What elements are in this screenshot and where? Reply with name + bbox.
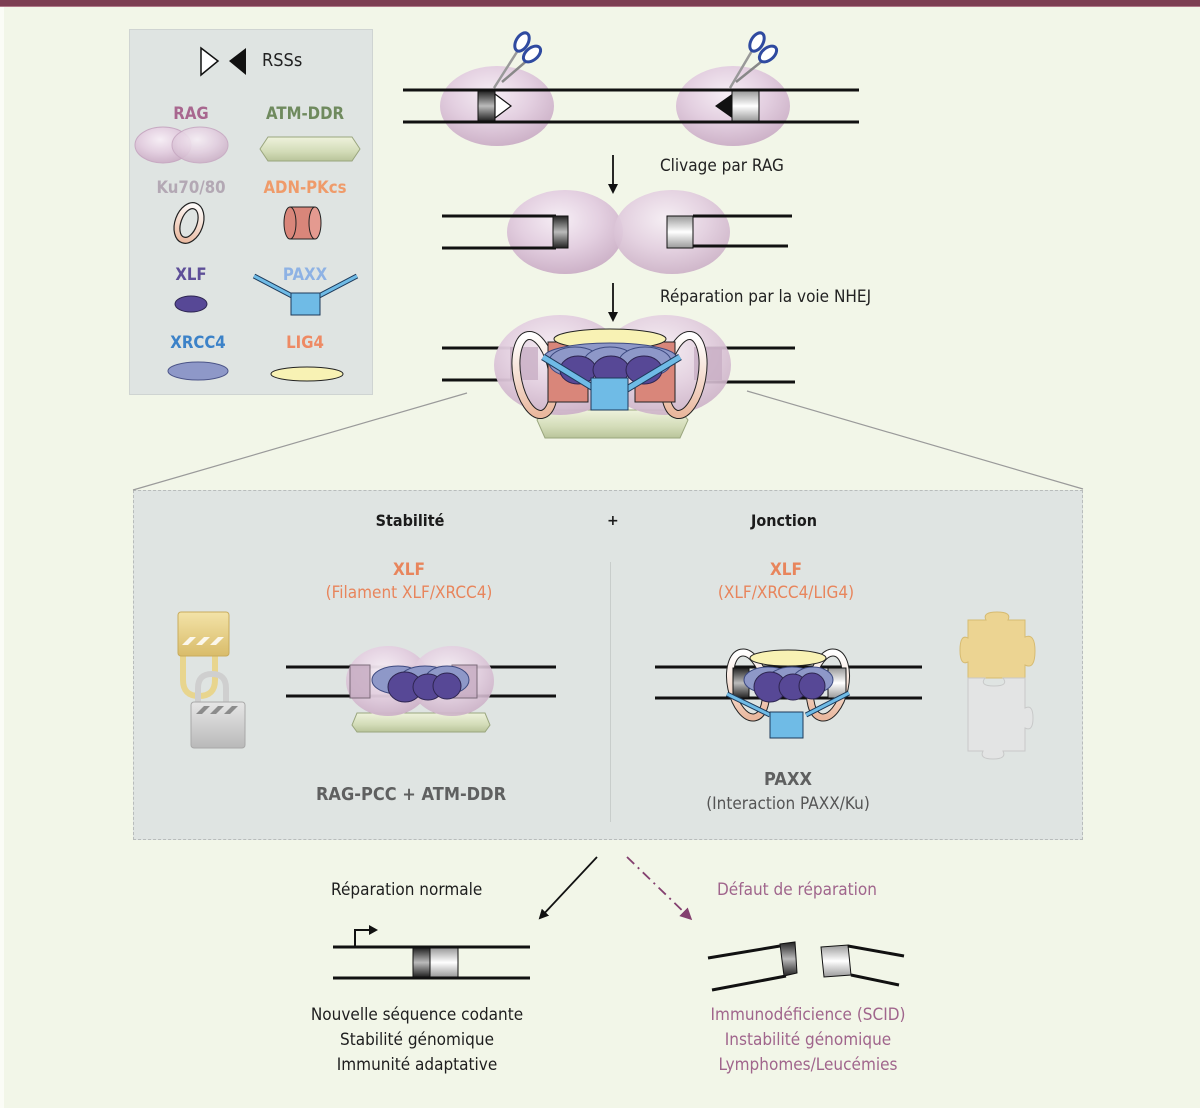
rss-open-triangle (494, 92, 512, 120)
zoom-connector-right (746, 390, 1084, 490)
step-label-repair: Réparation par la voie NHEJ (660, 287, 872, 307)
outcome-defect-line: Immunodéficience (SCID) (710, 1005, 906, 1025)
outcome-defect-line: Instabilité génomique (724, 1030, 892, 1050)
padlocks-icon (177, 611, 246, 749)
puzzle-pieces-icon (959, 611, 1036, 760)
rag-double-ellipse-icon (134, 126, 229, 164)
panel-divider (610, 562, 611, 822)
legend-label-xlf: XLF (175, 265, 207, 285)
legend-box (129, 29, 373, 395)
junction-factor-detail: (XLF/XRCC4/LIG4) (717, 583, 855, 603)
frame-left-margin (0, 7, 4, 1108)
rss-legend-label: RSSs (262, 50, 303, 71)
coding-segment-light (731, 90, 760, 122)
outcome-defect-line: Lymphomes/Leucémies (718, 1055, 898, 1075)
junction-footer: PAXX (764, 769, 812, 790)
xlf-ellipse-icon (174, 295, 208, 313)
normal-repair-dna (333, 925, 530, 980)
panel-heading-stability: Stabilité (375, 511, 445, 530)
legend-label-atm-ddr: ATM-DDR (265, 104, 345, 124)
legend-label-xrcc4: XRCC4 (170, 333, 226, 353)
outcome-normal-line: Nouvelle séquence codante (310, 1005, 524, 1025)
stability-footer: RAG-PCC + ATM-DDR (315, 784, 507, 805)
frame-top-bar (0, 0, 1200, 7)
junction-complex (655, 648, 922, 739)
outcome-normal-line: Stabilité génomique (339, 1030, 494, 1050)
outcome-defect-list: Immunodéficience (SCID) Instabilité géno… (711, 1003, 906, 1078)
transcription-start-icon (354, 929, 370, 947)
outcome-normal-line: Immunité adaptative (336, 1055, 498, 1075)
scissors-icon-left (492, 31, 543, 89)
step1-rag-binding (403, 31, 859, 146)
xrcc4-ellipse-icon (167, 361, 229, 381)
legend-label-ku: Ku70/80 (156, 178, 226, 198)
coding-end-light (666, 215, 694, 249)
paxx-square-arms-icon (252, 273, 359, 316)
panel-heading-junction: Jonction (750, 511, 818, 530)
arrow-normal-repair (538, 856, 598, 920)
scissors-icon-right (728, 31, 779, 89)
coding-segment-dark (477, 90, 496, 122)
stability-factor: XLF (392, 560, 426, 580)
lig4-ellipse-icon (270, 366, 344, 382)
rss-filled-triangle-icon (229, 48, 246, 75)
step2-cleaved-ends (442, 190, 792, 274)
legend-label-dnapkcs: ADN-PKcs (263, 178, 347, 198)
defective-repair-dna (707, 941, 905, 992)
outcome-normal-title: Réparation normale (331, 880, 483, 900)
legend-label-lig4: LIG4 (286, 333, 324, 353)
rss-legend-icons (200, 46, 246, 77)
outcome-normal-list: Nouvelle séquence codante Stabilité géno… (311, 1003, 523, 1078)
arrow-defective-repair (626, 856, 693, 921)
legend-label-paxx: PAXX (282, 265, 328, 285)
stability-complex (286, 646, 556, 733)
atm-ddr-hexagon-bar-icon (259, 136, 361, 162)
stability-factor-detail: (Filament XLF/XRCC4) (325, 583, 493, 603)
panel-plus-sign: + (607, 513, 619, 529)
dnapkcs-cylinder-icon (283, 206, 322, 240)
junction-factor: XLF (769, 560, 803, 580)
junction-footer-detail: (Interaction PAXX/Ku) (706, 794, 870, 814)
step3-nhej-complex (442, 315, 795, 439)
mechanism-panel (133, 490, 1083, 840)
legend-label-rag: RAG (173, 104, 209, 124)
zoom-connector-left (132, 392, 468, 491)
ku-ring-icon (173, 202, 205, 244)
step-label-cleavage: Clivage par RAG (660, 156, 784, 176)
rss-filled-triangle (715, 94, 732, 118)
rss-open-triangle-icon (200, 46, 220, 77)
coding-end-dark (552, 215, 569, 249)
outcome-defect-title: Défaut de réparation (717, 880, 877, 900)
paxx-in-complex (590, 377, 629, 411)
